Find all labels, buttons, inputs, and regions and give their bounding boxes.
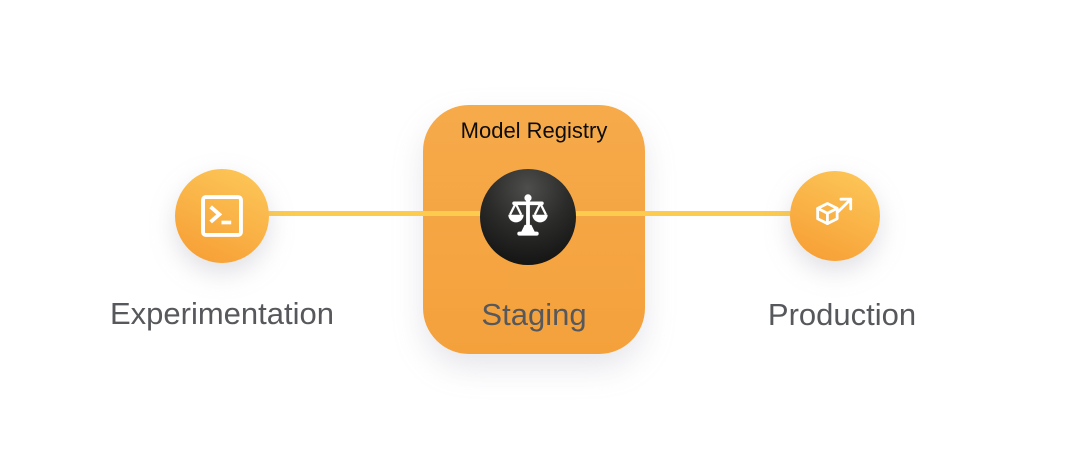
cube-arrow-icon <box>809 190 861 242</box>
model-registry-title: Model Registry <box>460 118 608 143</box>
terminal-icon <box>196 190 248 242</box>
production-label: Production <box>767 297 917 332</box>
experimentation-label: Experimentation <box>109 296 334 331</box>
experimentation-node <box>175 169 269 263</box>
staging-badge <box>480 169 576 265</box>
staging-label: Staging <box>481 297 587 332</box>
production-node <box>790 171 880 261</box>
scales-icon <box>501 190 555 244</box>
